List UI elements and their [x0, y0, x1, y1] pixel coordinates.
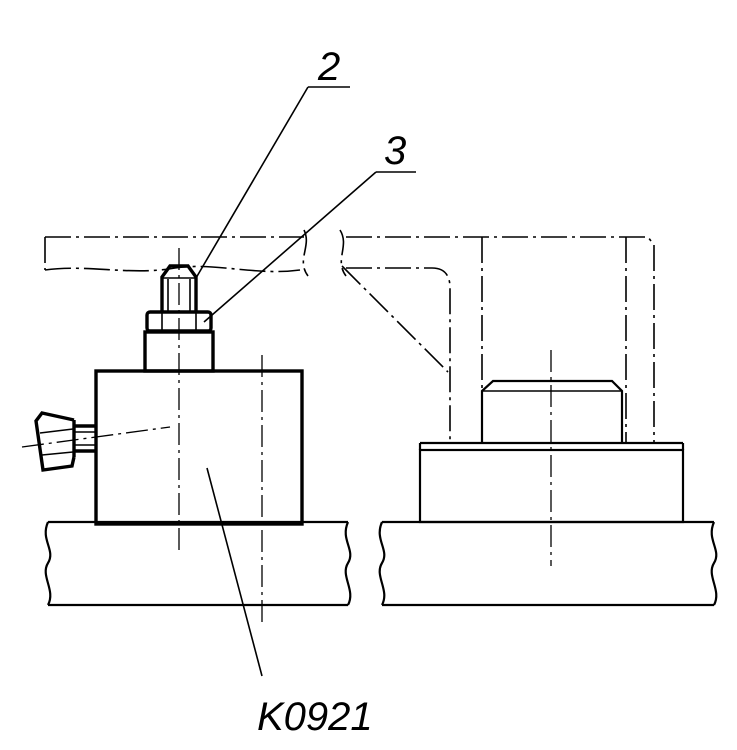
base-plate-left — [44, 520, 352, 607]
base-plate-right — [378, 520, 718, 607]
callout-3: 3 — [203, 129, 416, 323]
callout-2-text: 2 — [317, 45, 340, 89]
workpiece-phantom — [44, 229, 655, 444]
side-adjust-screw — [34, 411, 96, 472]
callout-2: 2 — [195, 45, 350, 279]
part-code-text: K0921 — [257, 695, 373, 739]
support-top-boss — [480, 379, 624, 443]
screw-axis — [21, 426, 171, 448]
callout-k0921: K0921 — [206, 467, 373, 739]
callout-3-text: 3 — [384, 129, 406, 173]
clamp-block-body — [94, 369, 304, 526]
